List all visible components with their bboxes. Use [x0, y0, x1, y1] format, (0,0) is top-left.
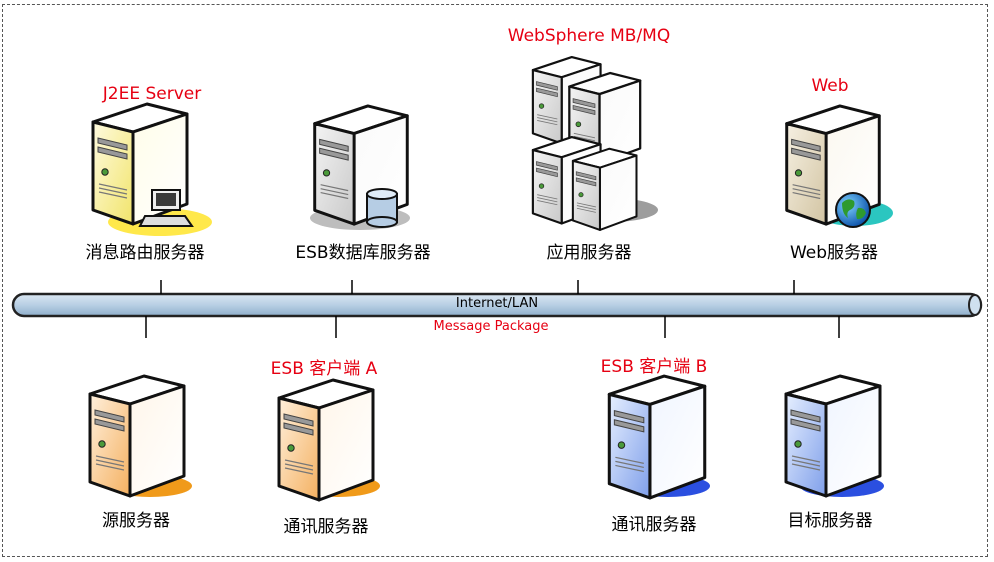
router-server-title: J2EE Server — [102, 84, 202, 104]
client-b-title: ESB 客户端 B — [600, 357, 708, 377]
app-server-cluster-icon — [531, 55, 658, 232]
network-bus — [11, 292, 983, 318]
database-icon — [366, 188, 398, 228]
client-a-server-icon — [277, 378, 380, 502]
client-b-server-caption: 通讯服务器 — [611, 515, 697, 535]
app-server-title: WebSphere MB/MQ — [507, 26, 671, 46]
router-server-icon — [91, 102, 212, 236]
client-a-server-caption: 通讯服务器 — [283, 517, 369, 537]
bus-connectors-bottom — [145, 316, 840, 338]
globe-icon — [835, 192, 871, 228]
database-server-caption: ESB数据库服务器 — [295, 243, 431, 263]
network-label: Internet/LAN — [455, 296, 539, 311]
target-server-icon — [784, 374, 884, 498]
app-server-caption: 应用服务器 — [546, 243, 632, 263]
source-server-caption: 源服务器 — [102, 511, 170, 531]
bus-connectors-top — [160, 280, 795, 294]
client-a-title: ESB 客户端 A — [270, 359, 378, 379]
diagram-frame — [2, 4, 988, 557]
web-server-title: Web — [811, 76, 849, 96]
web-server-icon — [785, 104, 893, 228]
client-b-server-icon — [607, 374, 710, 500]
web-server-caption: Web服务器 — [789, 243, 879, 263]
database-server-icon — [310, 104, 410, 230]
computer-icon — [138, 189, 194, 227]
message-label: Message Package — [433, 319, 549, 334]
source-server-icon — [88, 374, 192, 498]
target-server-caption: 目标服务器 — [787, 511, 873, 531]
router-server-caption: 消息路由服务器 — [85, 243, 205, 263]
